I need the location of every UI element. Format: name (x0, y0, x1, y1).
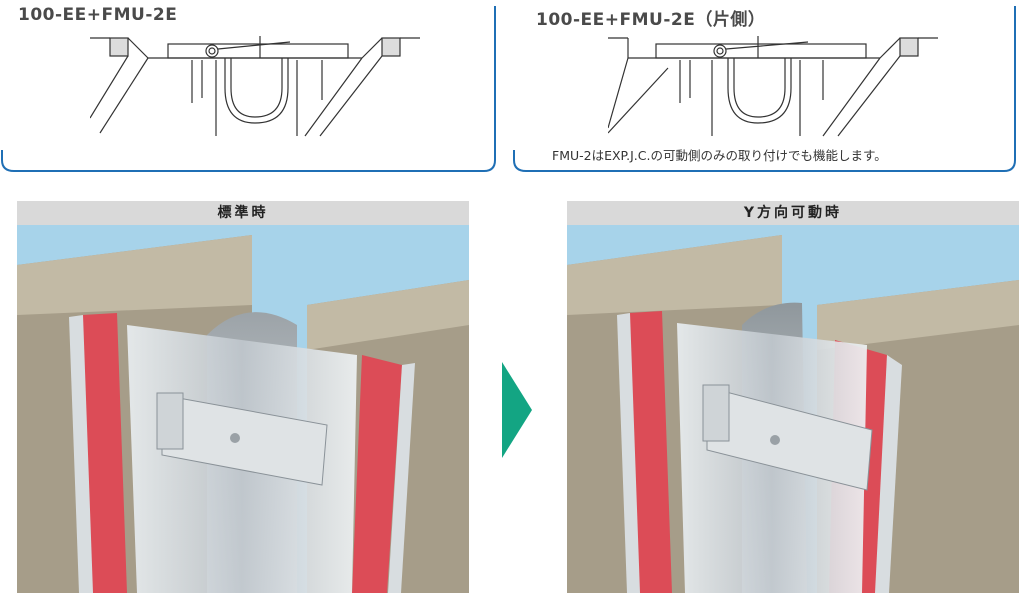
cross-section-diagram (90, 36, 420, 137)
section-panel-one-side: 100-EE+FMU-2E（片側） FMU-2はEXP. (512, 0, 1017, 172)
photo-caption: 標準時 (17, 201, 469, 225)
joint-illustration (567, 225, 1019, 593)
section-panel-standard: 100-EE+FMU-2E (0, 0, 498, 172)
panel-note: FMU-2はEXP.J.C.の可動側のみの取り付けでも機能します。 (552, 148, 887, 163)
joint-illustration (17, 225, 469, 593)
panel-title: 100-EE+FMU-2E（片側） (536, 10, 766, 30)
panel-frame (0, 6, 496, 172)
arrow-right-icon (502, 362, 532, 458)
cross-section-diagram (608, 36, 938, 137)
photo-y-direction: Y方向可動時 (567, 201, 1019, 593)
panel-title: 100-EE+FMU-2E (18, 5, 178, 25)
panel-frame (513, 6, 1016, 172)
photo-standard: 標準時 (17, 201, 469, 593)
photo-caption: Y方向可動時 (567, 201, 1019, 225)
